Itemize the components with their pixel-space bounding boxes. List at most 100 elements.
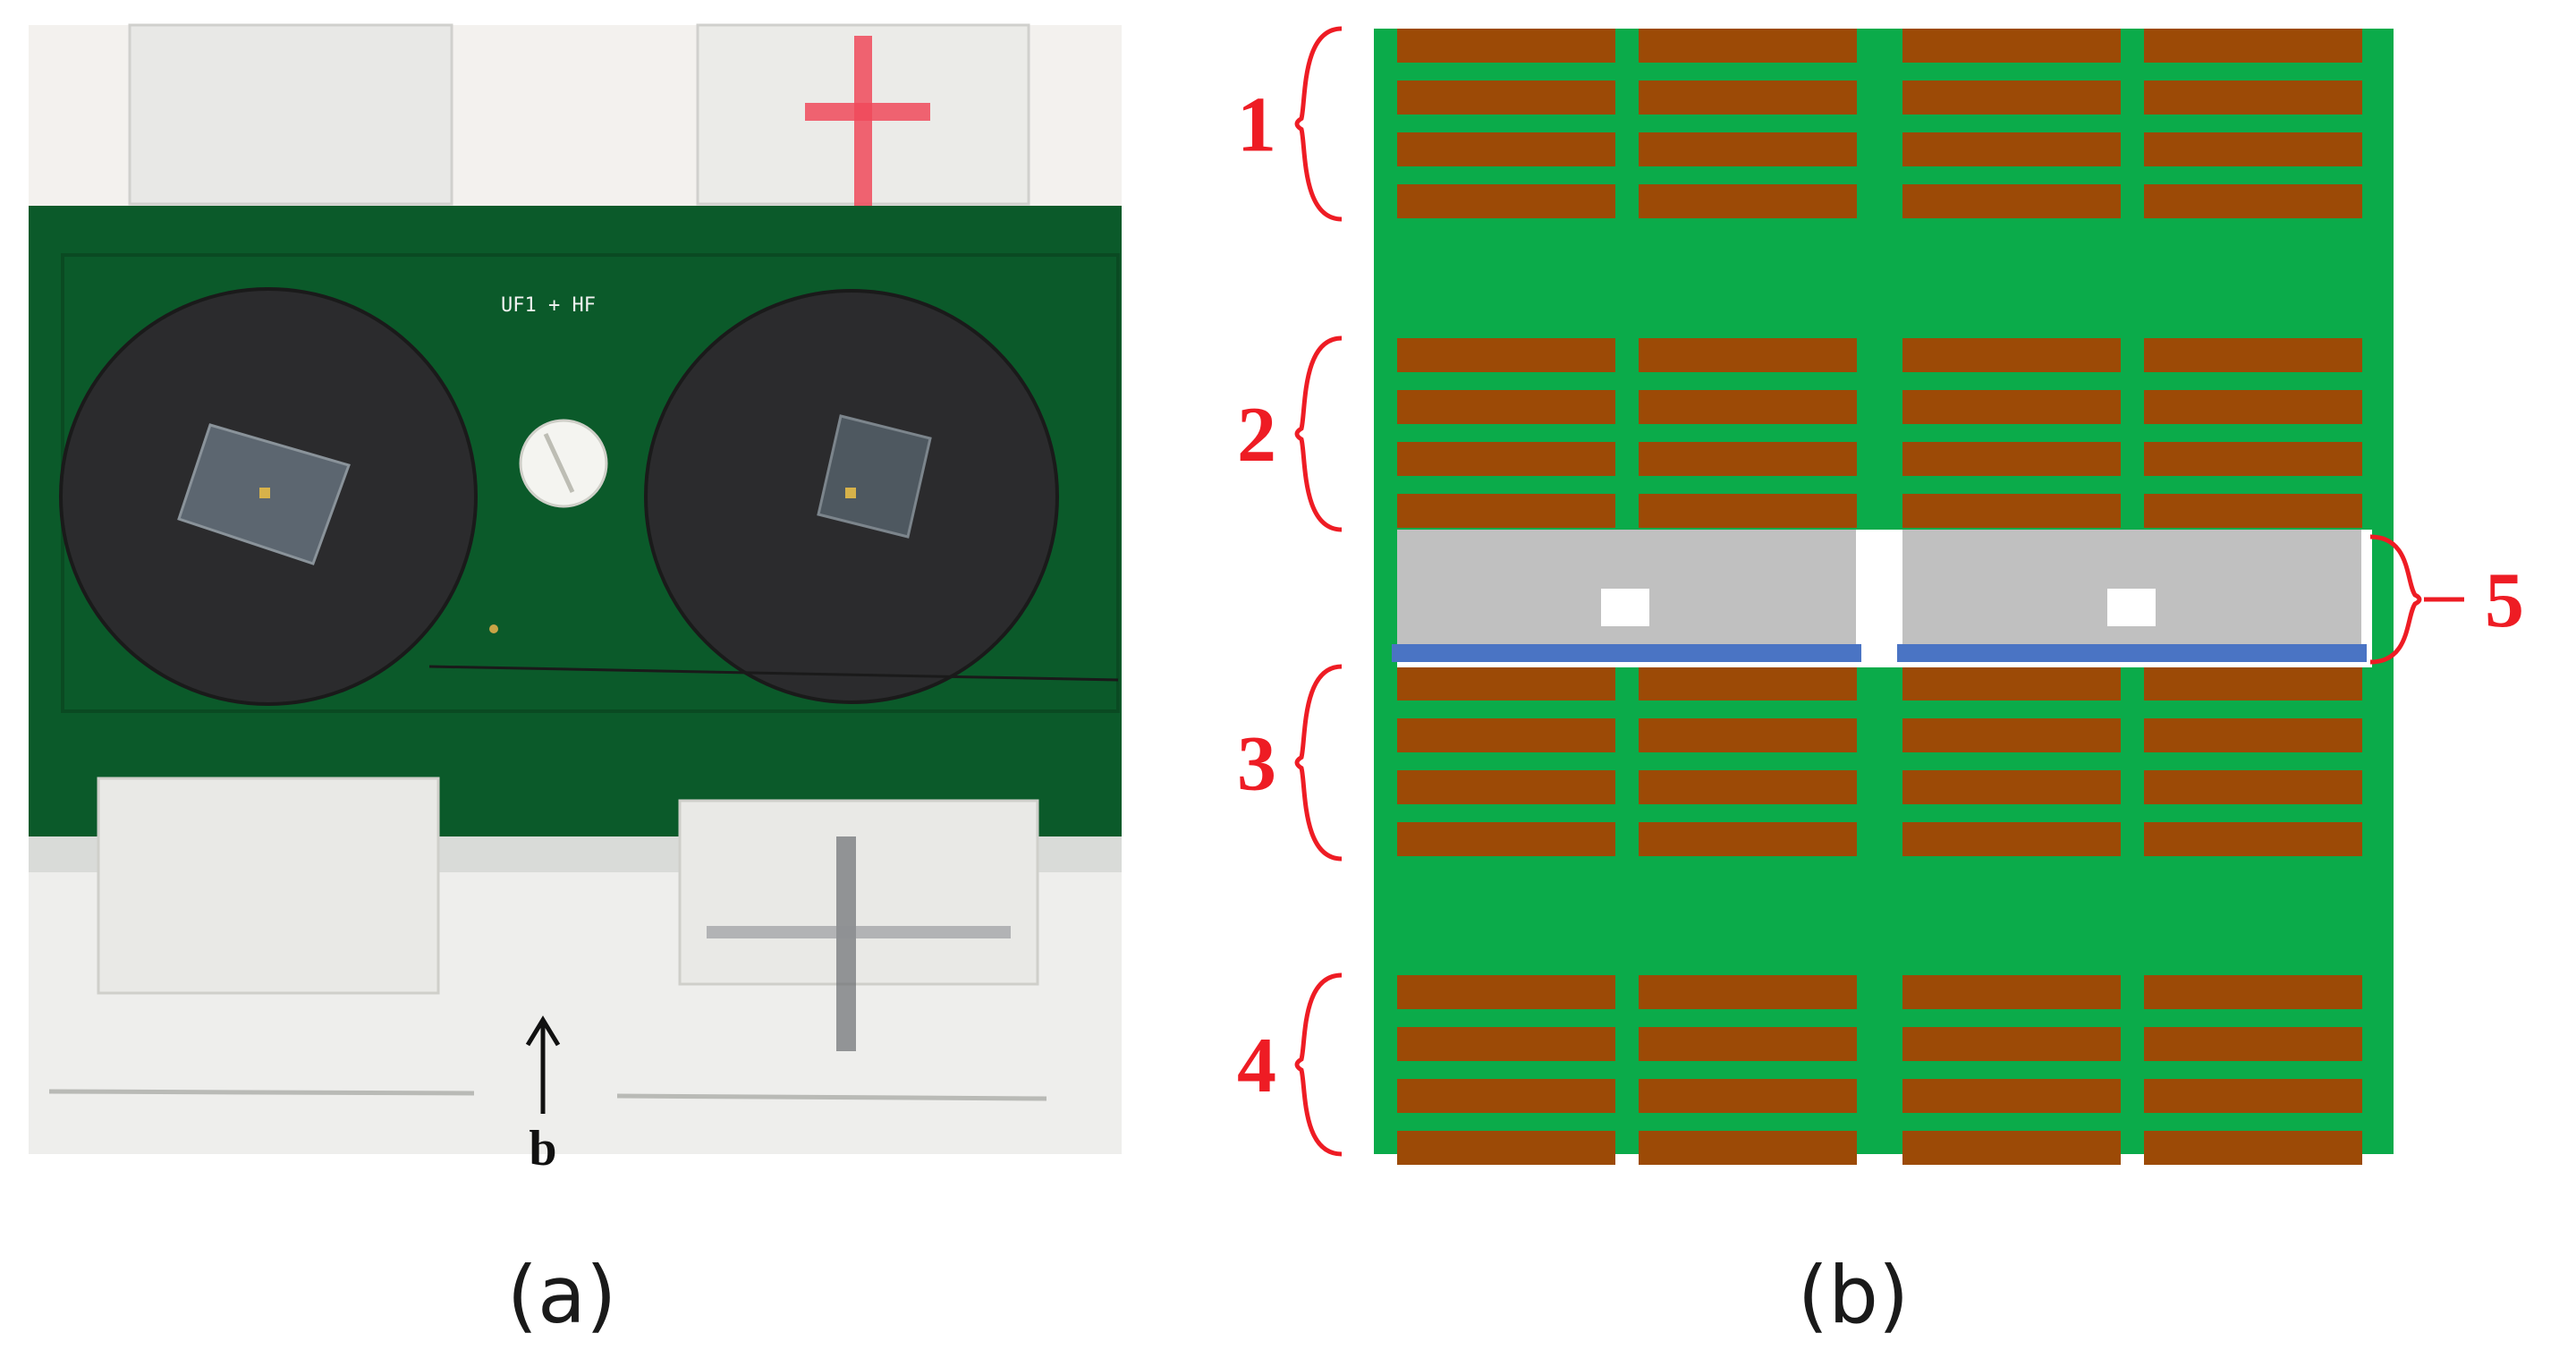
- wire: [428, 665, 1119, 682]
- electrode-strip: [1397, 667, 1615, 700]
- electrode-strip: [1397, 184, 1615, 218]
- electrode-strip: [1902, 1027, 2121, 1061]
- group-brace: [1294, 335, 1343, 532]
- electrode-strip: [1639, 822, 1857, 856]
- electrode-strip: [1397, 1027, 1615, 1061]
- group-brace: [2369, 534, 2422, 665]
- group-label: 1: [1237, 82, 1276, 169]
- electrode-strip: [1902, 442, 2121, 476]
- electrode-strip: [1902, 184, 2121, 218]
- electrode-strip: [1397, 770, 1615, 804]
- electrode-strip: [1902, 132, 2121, 166]
- holder-bottom-line-right: [616, 1093, 1047, 1101]
- gray-block-left: [1397, 530, 1856, 646]
- strip-layer: [1397, 29, 2362, 1165]
- electrode-strip: [2144, 1131, 2362, 1165]
- electrode-strip: [2144, 494, 2362, 528]
- panel-a: UF1 + HF b (a): [29, 23, 1122, 1341]
- white-window-right: [2107, 589, 2156, 626]
- electrode-strip: [1902, 390, 2121, 424]
- electrode-strip: [2144, 770, 2362, 804]
- electrode-strip: [2144, 132, 2362, 166]
- red-mark: [805, 36, 930, 206]
- electrode-strip: [1639, 132, 1857, 166]
- white-window-left: [1601, 589, 1649, 626]
- electrode-strip: [1902, 494, 2121, 528]
- electrode-strip: [1397, 338, 1615, 372]
- electrode-strip: [1639, 1131, 1857, 1165]
- electrode-strip: [1397, 718, 1615, 752]
- arrow-label: b: [529, 1121, 556, 1176]
- electrode-strip: [2144, 390, 2362, 424]
- electrode-strip: [1639, 338, 1857, 372]
- group-brace: [1294, 26, 1343, 222]
- electrode-strip: [1639, 390, 1857, 424]
- bottom-clamp-right: [678, 799, 1039, 986]
- group-brace: [1294, 664, 1343, 862]
- sample-layer: [1392, 530, 2372, 667]
- electrode-strip: [1902, 770, 2121, 804]
- electrode-strip: [2144, 1027, 2362, 1061]
- pcb-via: [489, 624, 498, 633]
- holder-bottom-line-left: [48, 1089, 475, 1096]
- electrode-strip: [1902, 81, 2121, 115]
- electrode-strip: [2144, 29, 2362, 63]
- sample-chip-right: [817, 414, 932, 539]
- electrode-strip: [2144, 667, 2362, 700]
- electrode-strip: [1902, 1131, 2121, 1165]
- sample-pad-right: [845, 488, 856, 498]
- electrode-strip: [1639, 667, 1857, 700]
- electrode-strip: [1397, 442, 1615, 476]
- electrode-strip: [1397, 390, 1615, 424]
- pcb-silkscreen-text: UF1 + HF: [501, 294, 596, 317]
- electrode-strip: [2144, 822, 2362, 856]
- blue-strip-right: [1897, 644, 2367, 662]
- electrode-strip: [1902, 822, 2121, 856]
- direction-arrow: [525, 1015, 561, 1114]
- top-clamp-left: [128, 23, 453, 206]
- screw-slot: [543, 432, 575, 494]
- electrode-strip: [1397, 822, 1615, 856]
- electrode-strip: [1902, 718, 2121, 752]
- brace-layer: 1 2 3 4 5: [1237, 26, 2524, 1157]
- electrode-strip: [1902, 667, 2121, 700]
- electrode-strip: [1397, 494, 1615, 528]
- electrode-strip: [1639, 718, 1857, 752]
- electrode-strip: [1639, 975, 1857, 1009]
- electrode-strip: [2144, 184, 2362, 218]
- electrode-strip: [2144, 975, 2362, 1009]
- electrode-strip: [1639, 184, 1857, 218]
- electrode-strip: [2144, 338, 2362, 372]
- electrode-strip: [1397, 81, 1615, 115]
- electrode-strip: [1397, 29, 1615, 63]
- group-label: 5: [2485, 557, 2524, 644]
- electrode-strip: [2144, 81, 2362, 115]
- caption-a: (a): [507, 1249, 617, 1341]
- group-brace: [1294, 972, 1343, 1157]
- group-label: 2: [1237, 392, 1276, 479]
- electrode-strip: [1397, 132, 1615, 166]
- electrode-strip: [1397, 975, 1615, 1009]
- group-label: 3: [1237, 721, 1276, 808]
- sample-pad-left: [259, 488, 270, 498]
- electrode-strip: [1639, 1027, 1857, 1061]
- electrode-strip: [1902, 338, 2121, 372]
- electrode-strip: [1902, 1079, 2121, 1113]
- gray-block-right: [1902, 530, 2361, 646]
- electrode-strip: [1639, 770, 1857, 804]
- nylon-screw: [519, 419, 608, 508]
- group-label: 4: [1237, 1023, 1276, 1109]
- electrode-strip: [2144, 1079, 2362, 1113]
- blue-strip-left: [1392, 644, 1861, 662]
- electrode-strip: [1639, 81, 1857, 115]
- electrode-strip: [1397, 1079, 1615, 1113]
- electrode-strip: [1639, 29, 1857, 63]
- marker-cross: [707, 836, 1011, 1051]
- electrode-strip: [1902, 975, 2121, 1009]
- electrode-strip: [1639, 1079, 1857, 1113]
- electrode-strip: [2144, 442, 2362, 476]
- bottom-clamp-left: [97, 777, 440, 995]
- electrode-strip: [1639, 494, 1857, 528]
